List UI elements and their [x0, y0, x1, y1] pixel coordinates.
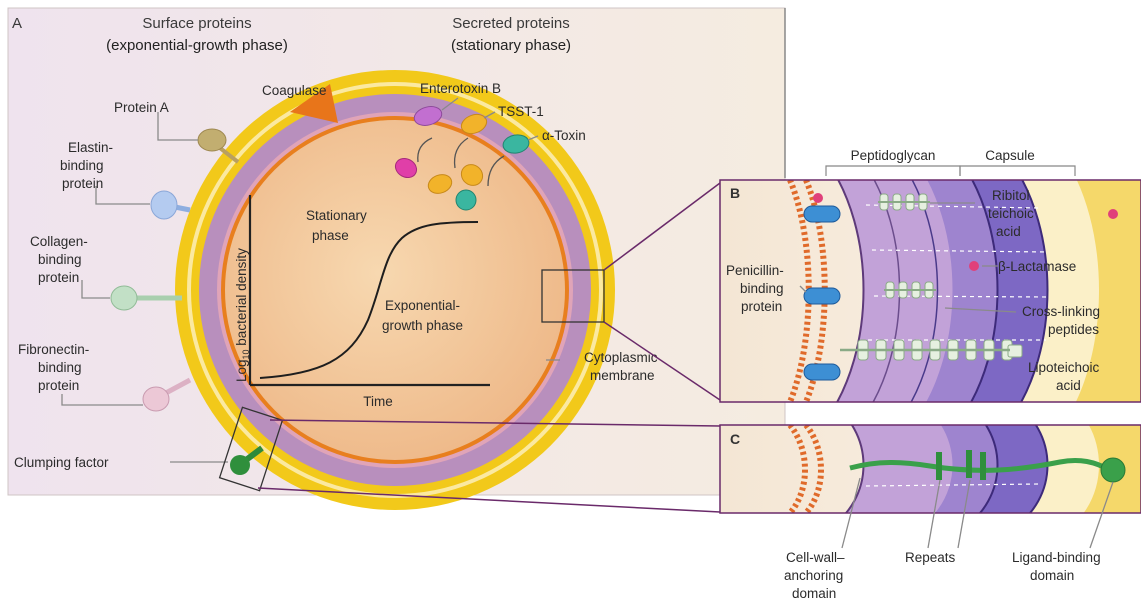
coagulase-label: Coagulase	[262, 83, 327, 98]
pbp-icon-1	[804, 206, 840, 222]
lactamase-label: β-Lactamase	[998, 259, 1076, 274]
ligand-binding-sphere	[1101, 458, 1125, 482]
enterotoxin-label: Enterotoxin B	[420, 81, 501, 96]
growth-y-label: Log10 bacterial density	[234, 248, 251, 382]
lactamase-dot-1	[813, 193, 823, 203]
lactamase-dot-3	[1108, 209, 1118, 219]
panel-c: C Cell-wall– anchoring domain Repeats Li…	[720, 400, 1141, 601]
panel-c-letter: C	[730, 431, 740, 447]
repeats-label: Repeats	[905, 550, 956, 565]
panel-b-letter: B	[730, 185, 740, 201]
panel-b: B Peptidoglycan Capsule Ribitol teichoic…	[720, 148, 1141, 420]
secreted-proteins-title: Secreted proteins	[452, 15, 570, 32]
pbp-icon-3	[804, 364, 840, 380]
pbp-icon-2	[804, 288, 840, 304]
surface-proteins-subtitle: (exponential-growth phase)	[106, 37, 288, 54]
surface-proteins-title: Surface proteins	[142, 15, 251, 32]
panel-a-letter: A	[12, 15, 22, 32]
tsst-label: TSST-1	[498, 104, 544, 119]
secreted-proteins-subtitle: (stationary phase)	[451, 37, 571, 54]
capsule-label: Capsule	[985, 148, 1035, 163]
peptidoglycan-label: Peptidoglycan	[851, 148, 936, 163]
growth-x-label: Time	[363, 394, 393, 409]
clumping-factor-label: Clumping factor	[14, 455, 109, 470]
anchoring-domain-label: Cell-wall– anchoring domain	[784, 550, 848, 601]
ligand-binding-label: Ligand-binding domain	[1012, 550, 1104, 583]
protein-a-label: Protein A	[114, 100, 169, 115]
lactamase-dot-2	[969, 261, 979, 271]
alpha-toxin-label: α-Toxin	[542, 128, 586, 143]
